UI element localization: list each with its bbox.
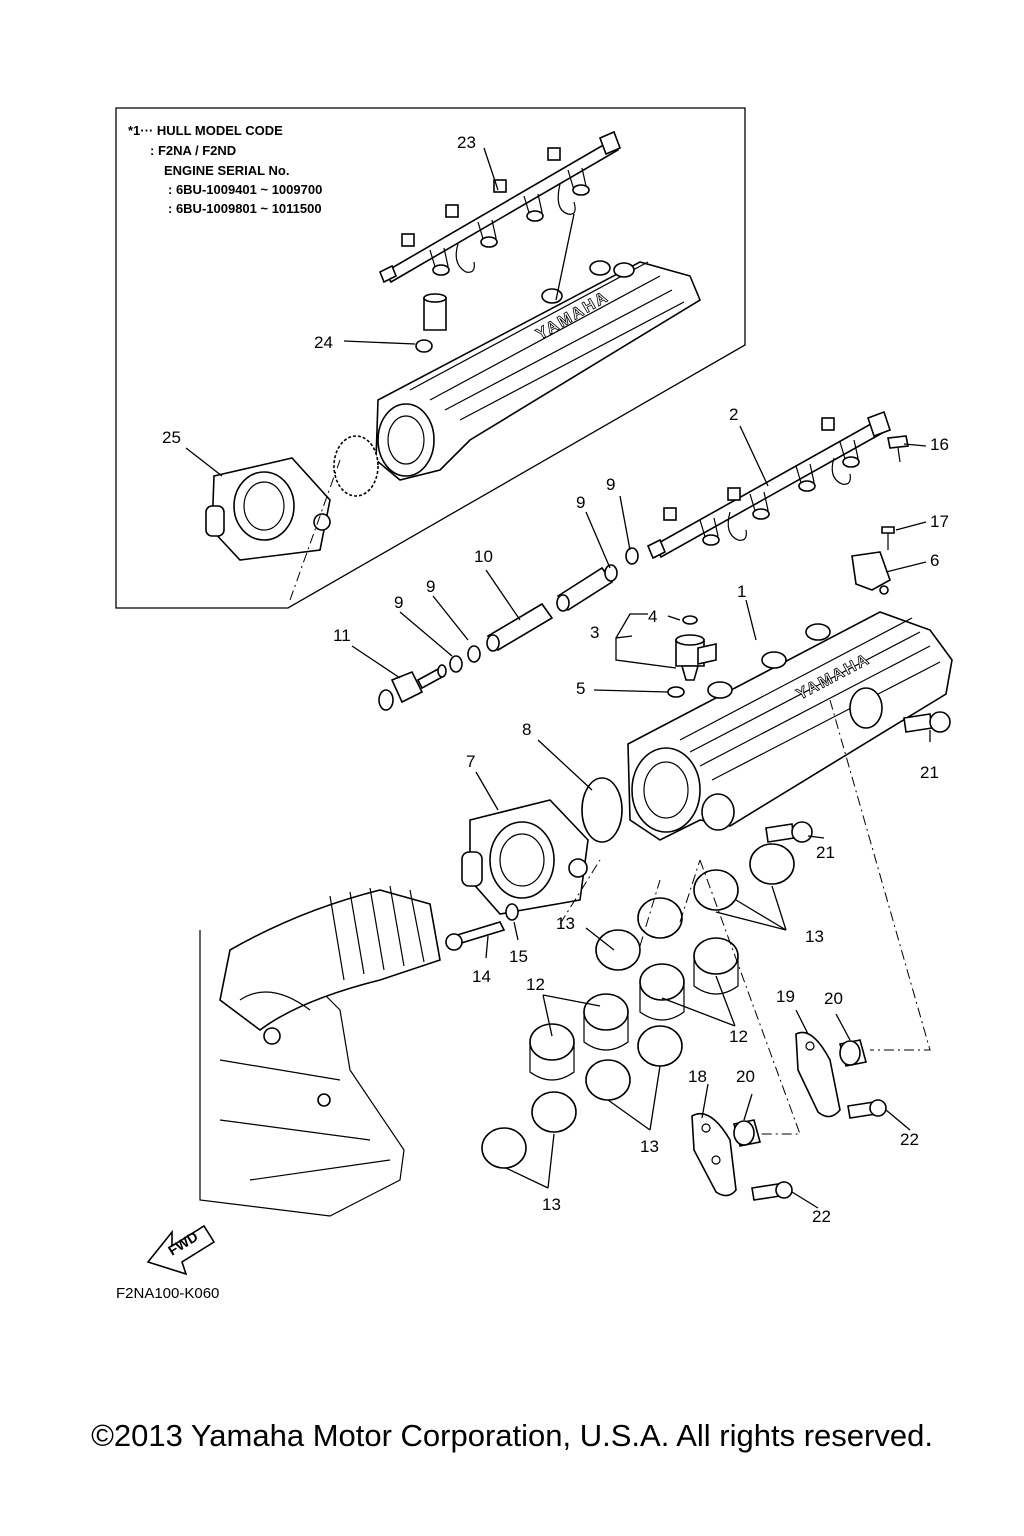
- inset-intake-manifold: YAMAHA: [333, 260, 702, 497]
- callout-22-b: 22: [812, 1207, 831, 1226]
- clamps-13: [481, 843, 795, 1169]
- callout-20-a: 20: [824, 989, 843, 1008]
- callout-10: 10: [474, 547, 493, 566]
- callout-1: 1: [737, 582, 746, 601]
- note-line-4: : 6BU-1009401 ~ 1009700: [168, 182, 322, 197]
- callout-9-b: 9: [576, 493, 585, 512]
- copyright-notice: ©2013 Yamaha Motor Corporation, U.S.A. A…: [91, 1418, 933, 1453]
- callout-13-d: 13: [542, 1195, 561, 1214]
- callout-14: 14: [472, 967, 491, 986]
- note-line-5: : 6BU-1009801 ~ 1011500: [168, 201, 322, 216]
- callout-20-b: 20: [736, 1067, 755, 1086]
- callout-19: 19: [776, 987, 795, 1006]
- leader-lines: [185, 147, 931, 1209]
- screws-and-sensor: [851, 435, 909, 595]
- bolt-and-washer: [445, 903, 519, 951]
- inset-fuel-rail: [378, 130, 622, 284]
- intake-manifold: YAMAHA: [627, 611, 953, 841]
- callout-7: 7: [466, 752, 475, 771]
- callout-9-d: 9: [394, 593, 403, 612]
- callout-5: 5: [576, 679, 585, 698]
- callout-24: 24: [314, 333, 333, 352]
- bolts-21: [765, 711, 951, 843]
- assembly-guide-lines: [289, 459, 931, 1135]
- hoses-clamps-fitting: [378, 547, 639, 711]
- part-code: F2NA100-K060: [116, 1285, 219, 1302]
- inset-injector: [415, 293, 447, 353]
- callout-15: 15: [509, 947, 528, 966]
- callout-13-c: 13: [640, 1137, 659, 1156]
- callout-25: 25: [162, 428, 181, 447]
- callout-11: 11: [333, 626, 351, 645]
- callout-22-a: 22: [900, 1130, 919, 1149]
- callout-3: 3: [590, 623, 599, 642]
- fwd-arrow: FWD: [146, 1224, 216, 1276]
- note-line-1: *1··· HULL MODEL CODE: [128, 123, 283, 138]
- inset-throttle-body: [205, 457, 331, 561]
- injector-parts: [667, 615, 717, 698]
- callout-23: 23: [457, 133, 476, 152]
- callout-21-a: 21: [920, 763, 939, 782]
- throttle-body: [461, 799, 589, 915]
- inset-note: *1··· HULL MODEL CODE : F2NA / F2ND ENGI…: [128, 123, 322, 216]
- callout-2: 2: [729, 405, 738, 424]
- callout-17: 17: [930, 512, 949, 531]
- callout-4: 4: [648, 607, 657, 626]
- brackets-and-dampers: [691, 1031, 887, 1201]
- callout-9-c: 9: [426, 577, 435, 596]
- inset-frame: [115, 107, 746, 609]
- callout-8: 8: [522, 720, 531, 739]
- callout-16: 16: [930, 435, 949, 454]
- air-duct-and-engine: [199, 885, 441, 1217]
- o-ring: [581, 777, 623, 843]
- callout-9-a: 9: [606, 475, 615, 494]
- fuel-rail: [646, 410, 892, 560]
- callout-6: 6: [930, 551, 939, 570]
- note-line-3: ENGINE SERIAL No.: [164, 163, 289, 178]
- callout-13-a: 13: [556, 914, 575, 933]
- callout-12-a: 12: [526, 975, 545, 994]
- callout-18: 18: [688, 1067, 707, 1086]
- callout-21-b: 21: [816, 843, 835, 862]
- callout-13-b: 13: [805, 927, 824, 946]
- exploded-parts-diagram: *1··· HULL MODEL CODE : F2NA / F2ND ENGI…: [115, 107, 953, 1302]
- note-line-2: : F2NA / F2ND: [150, 143, 236, 158]
- callout-12-b: 12: [729, 1027, 748, 1046]
- callout-labels: 23 24 25 2 16 9 9 17 10 6 9 1 9 4 11 3 5…: [162, 133, 949, 1226]
- rubber-joints-12: [529, 937, 739, 1081]
